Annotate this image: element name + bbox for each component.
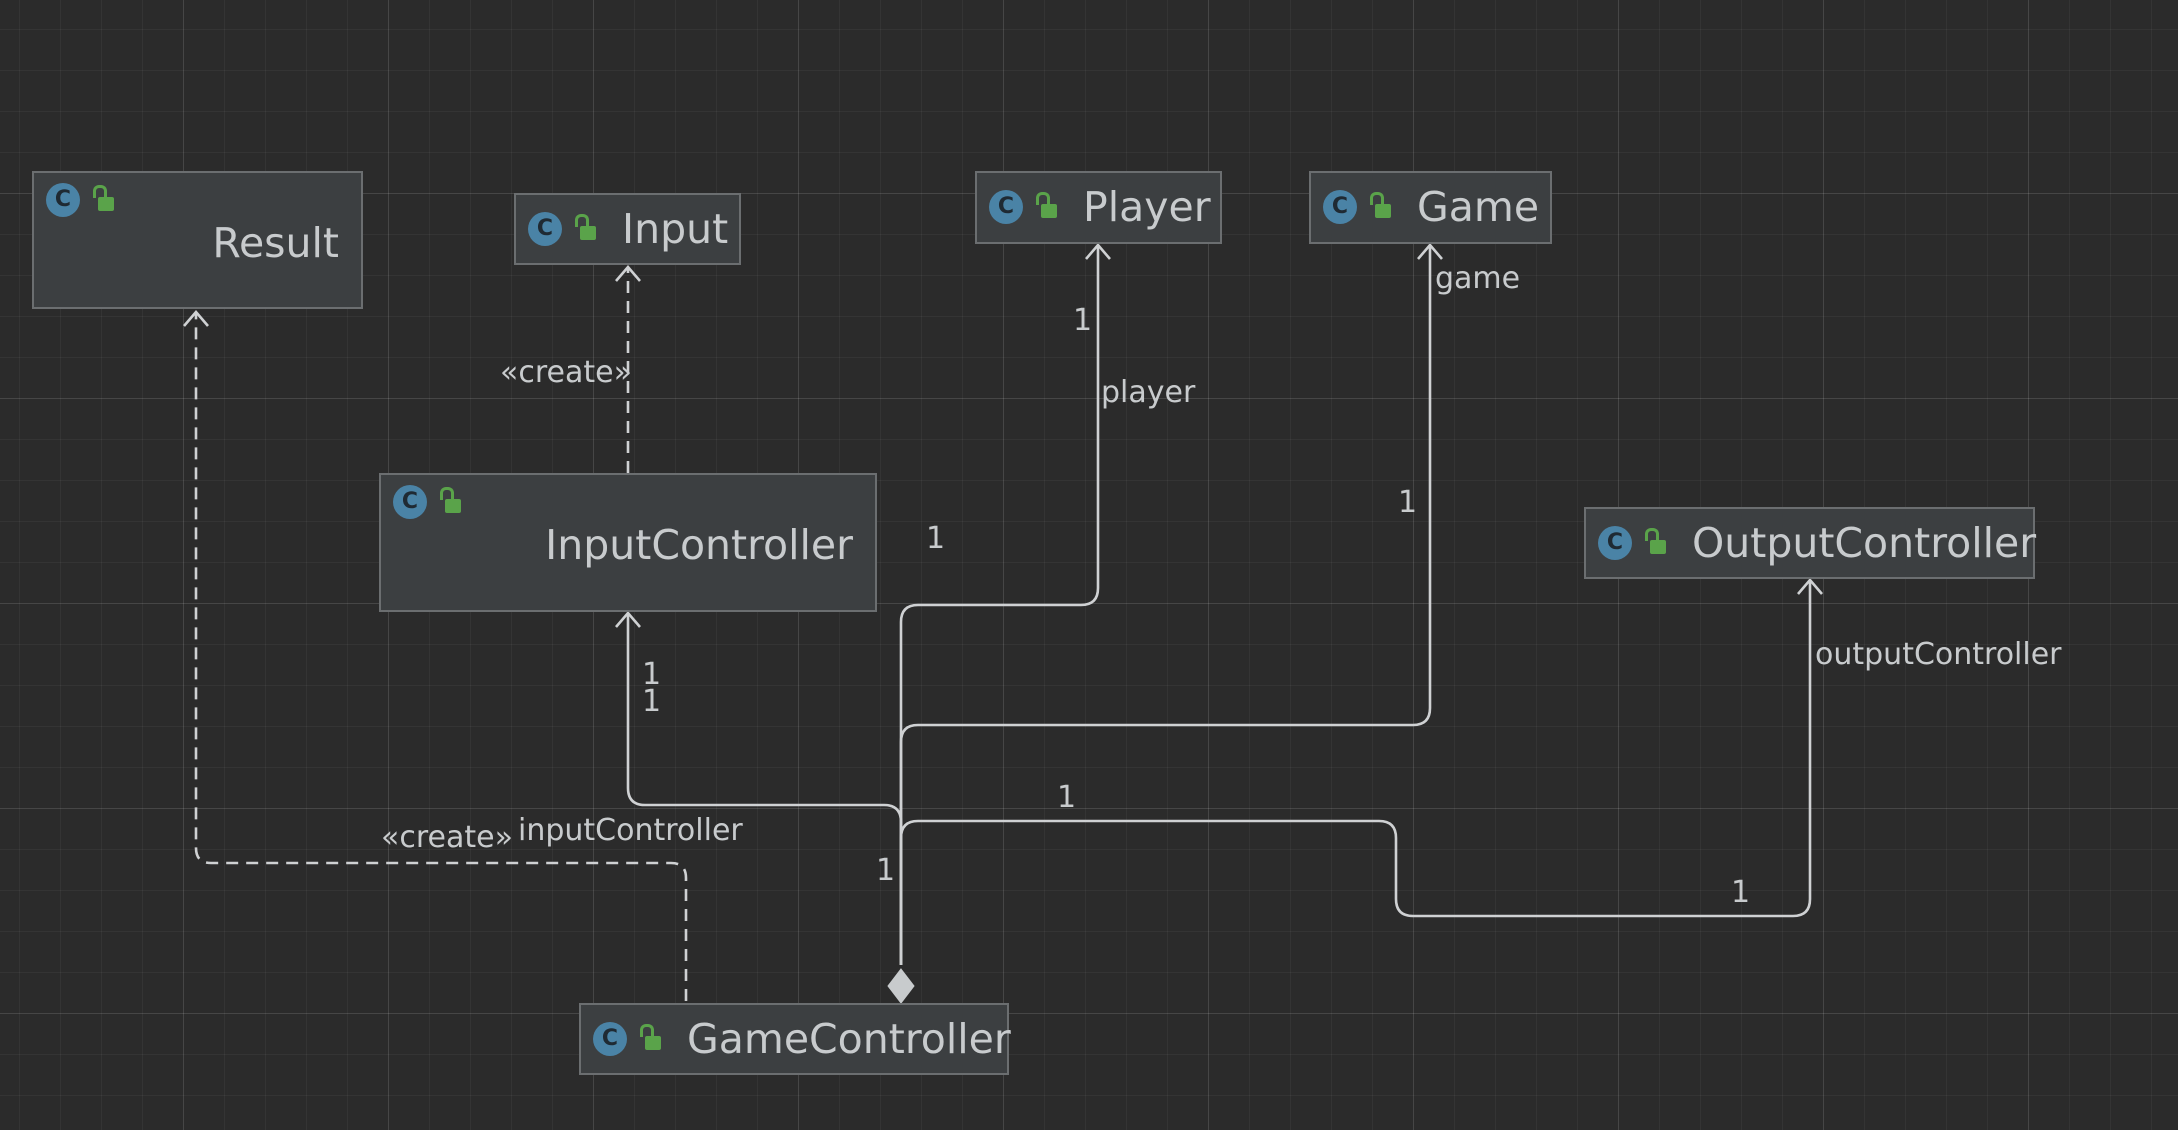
label-source-mult-upper: 1 xyxy=(926,521,946,556)
open-lock-icon xyxy=(1036,192,1057,218)
class-c-icon: C xyxy=(1598,526,1632,560)
label-create-input: «create» xyxy=(500,355,632,390)
class-outputcontroller[interactable]: C OutputController xyxy=(1584,507,2037,579)
class-name-input: Input xyxy=(622,205,729,253)
association-outputcontroller[interactable] xyxy=(899,578,1823,965)
class-player[interactable]: C Player xyxy=(975,171,1222,244)
open-lock-icon xyxy=(1370,192,1391,218)
class-inputcontroller[interactable]: C InputController xyxy=(379,473,877,612)
class-result[interactable]: C Result xyxy=(32,171,363,309)
label-outputcontroller-role: outputController xyxy=(1815,637,2062,672)
label-inputcontroller-mult-a: 1 xyxy=(642,657,662,692)
class-c-icon: C xyxy=(528,212,562,246)
label-source-mult-lower: 1 xyxy=(876,853,896,888)
class-gamecontroller[interactable]: C GameController xyxy=(579,1003,1011,1075)
label-outputcontroller-mult-b: 1 xyxy=(1731,875,1751,910)
open-lock-icon xyxy=(575,214,596,240)
class-c-icon: C xyxy=(46,183,80,217)
class-name-gamecontroller: GameController xyxy=(687,1015,1011,1063)
association-player[interactable] xyxy=(899,243,1111,965)
class-name-result: Result xyxy=(212,219,339,267)
label-game-mult: 1 xyxy=(1398,485,1418,520)
label-player-mult: 1 xyxy=(1073,303,1093,338)
class-game[interactable]: C Game xyxy=(1309,171,1552,244)
open-lock-icon xyxy=(440,487,461,513)
class-name-player: Player xyxy=(1083,183,1211,231)
class-c-icon: C xyxy=(1323,190,1357,224)
class-c-icon: C xyxy=(989,190,1023,224)
label-inputcontroller-role: inputController xyxy=(518,813,743,848)
open-lock-icon xyxy=(93,185,114,211)
class-name-inputcontroller: InputController xyxy=(545,521,853,569)
label-outputcontroller-mult-a: 1 xyxy=(1057,780,1077,815)
class-name-outputcontroller: OutputController xyxy=(1692,519,2037,567)
label-create-result: «create» xyxy=(381,820,513,855)
association-inputcontroller[interactable] xyxy=(615,611,903,965)
open-lock-icon xyxy=(640,1024,661,1050)
association-game[interactable] xyxy=(899,243,1443,965)
label-inputcontroller-mult-b: 1 xyxy=(642,684,662,719)
dependency-gamecontroller-result[interactable] xyxy=(183,310,688,1001)
label-game-role: game xyxy=(1435,261,1521,296)
composition-diamond xyxy=(887,968,915,1004)
class-c-icon: C xyxy=(593,1022,627,1056)
class-name-game: Game xyxy=(1417,183,1540,231)
class-c-icon: C xyxy=(393,485,427,519)
label-player-role: player xyxy=(1101,375,1196,410)
class-input[interactable]: C Input xyxy=(514,193,741,265)
open-lock-icon xyxy=(1645,528,1666,554)
